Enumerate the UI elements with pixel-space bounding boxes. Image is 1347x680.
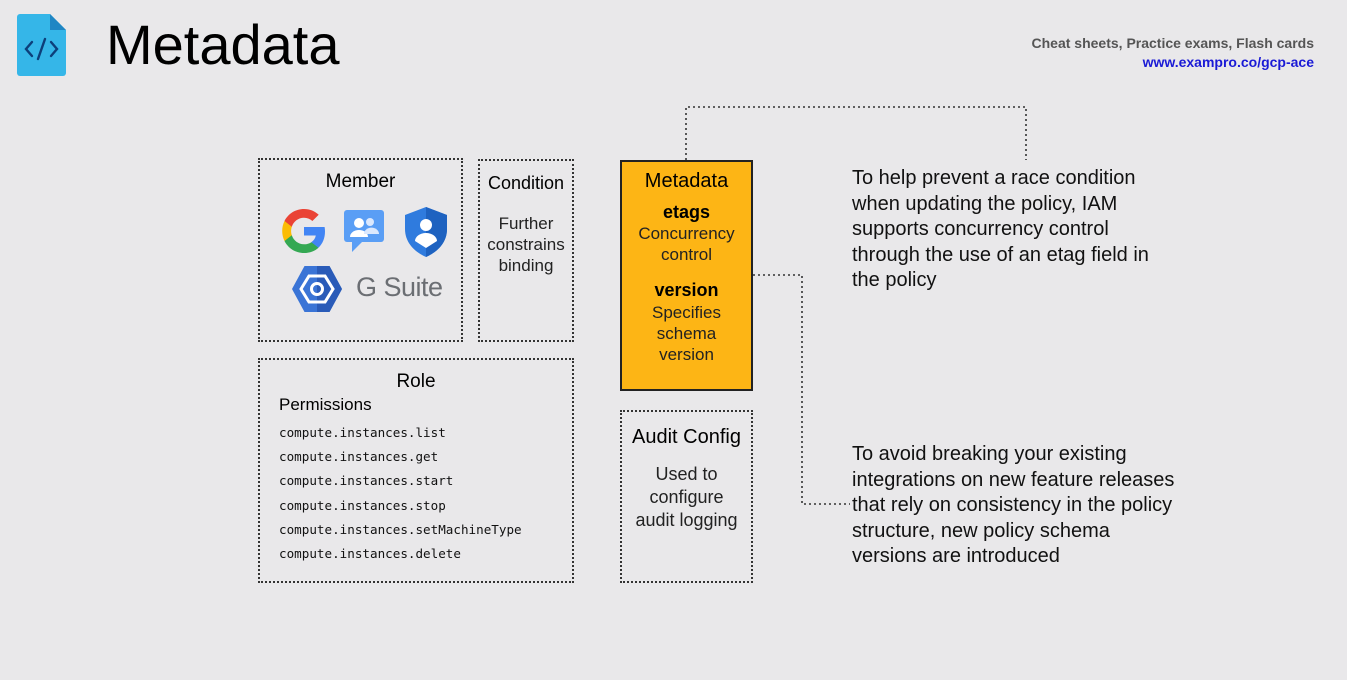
member-title: Member [325,171,396,192]
etags-line: Concurrency [638,224,735,243]
etag-explanation-line: supports concurrency control [852,218,1109,240]
cloud-identity-hexagon-icon [292,266,342,317]
google-group-icon [344,210,384,257]
role-title: Role [396,371,436,392]
etag-explanation-line: To help prevent a race condition [852,167,1136,189]
etags-label: etags [662,202,711,222]
member-box: Member [258,158,463,342]
etag-explanation-line: through the use of an etag field in [852,243,1149,266]
google-logo-icon [281,208,327,259]
permission-item: compute.instances.delete [279,546,461,562]
version-line: schema [656,324,717,343]
version-description: Specifies schema version [622,302,751,365]
etag-connector [685,106,1027,160]
metadata-box: Metadata etags Concurrency control versi… [620,160,753,391]
audit-config-description: Used to configure audit logging [622,463,751,532]
etags-description: Concurrency control [622,223,751,265]
page-title: Metadata [106,13,340,76]
version-label: version [654,280,719,300]
condition-line: constrains [487,235,565,254]
version-connector [753,274,850,505]
permissions-heading: Permissions [279,395,372,414]
version-explanation-line: structure, new policy schema [852,519,1110,542]
permission-item: compute.instances.get [279,449,439,465]
audit-line: audit logging [635,510,738,530]
version-explanation-line: that rely on consistency in the policy [852,494,1173,516]
condition-title: Condition [487,173,565,193]
code-file-icon [17,14,66,76]
permission-item: compute.instances.setMachineType [279,521,522,537]
version-line: Specifies [652,303,721,322]
version-line: version [659,345,714,364]
condition-line: binding [498,256,554,275]
version-explanation-line: versions are introduced [852,545,1060,567]
etag-explanation-line: when updating the policy, IAM [852,192,1118,215]
promo-line-1: Cheat sheets, Practice exams, Flash card… [1031,35,1314,51]
permissions-list: compute.instances.list compute.instances… [279,421,572,566]
role-box: Role Permissions compute.instances.list … [258,358,574,583]
metadata-title: Metadata [644,170,729,192]
version-explanation-line: integrations on new feature releases [852,468,1175,491]
version-explanation: To avoid breaking your existing integrat… [852,442,1174,570]
etags-line: control [660,245,713,264]
service-account-shield-icon [405,207,447,262]
permission-item: compute.instances.stop [279,497,446,513]
permission-item: compute.instances.start [279,473,454,489]
condition-box: Condition Further constrains binding [478,159,574,342]
audit-config-box: Audit Config Used to configure audit log… [620,410,753,583]
permission-item: compute.instances.list [279,425,446,440]
etag-explanation: To help prevent a race condition when up… [852,166,1149,294]
audit-config-title: Audit Config [632,426,741,448]
condition-line: Further [498,214,554,233]
etag-explanation-line: the policy [852,269,937,291]
version-explanation-line: To avoid breaking your existing [852,443,1127,465]
promo-text: Cheat sheets, Practice exams, Flash card… [1032,34,1314,72]
audit-line: Used to [655,464,718,484]
promo-link[interactable]: www.exampro.co/gcp-ace [1142,54,1314,70]
gsuite-logo: G Suite [356,272,443,302]
condition-description: Further constrains binding [480,213,572,276]
audit-line: configure [649,487,724,507]
